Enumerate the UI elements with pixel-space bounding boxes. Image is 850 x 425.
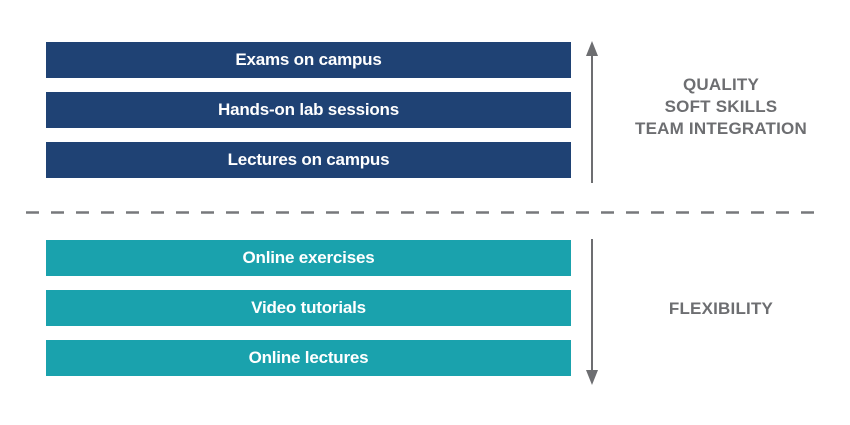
bar-label: Exams on campus [235,50,382,69]
bar-label: Hands-on lab sessions [218,100,399,119]
annotation-line-team-integration: TEAM INTEGRATION [635,119,807,138]
bar-exams-on-campus: Exams on campus [46,42,571,78]
bar-hands-on-lab-sessions: Hands-on lab sessions [46,92,571,128]
bar-online-lectures: Online lectures [46,340,571,376]
bottom-annotation: FLEXIBILITY [591,298,850,320]
bar-online-exercises: Online exercises [46,240,571,276]
bar-label: Online lectures [248,348,369,367]
bar-label: Lectures on campus [227,150,390,169]
down-arrow-head [586,370,598,385]
down-arrow-icon [586,239,598,385]
bar-lectures-on-campus: Lectures on campus [46,142,571,178]
bar-label: Video tutorials [251,298,366,317]
annotation-line-flexibility: FLEXIBILITY [668,299,774,318]
top-annotation: QUALITY SOFT SKILLS TEAM INTEGRATION [591,74,850,140]
up-arrow-icon [586,41,598,183]
annotation-line-quality: QUALITY [682,75,759,94]
up-arrow-head [586,41,598,56]
bar-label: Online exercises [242,248,375,267]
divider-dashed-line [26,211,824,214]
annotation-line-soft-skills: SOFT SKILLS [664,97,778,116]
bar-video-tutorials: Video tutorials [46,290,571,326]
